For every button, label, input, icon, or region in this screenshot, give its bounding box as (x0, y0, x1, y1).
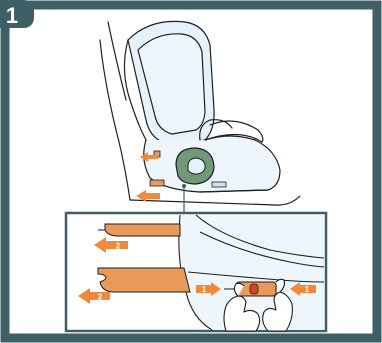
pull-arrow-upper-number: 2 (116, 242, 121, 251)
vehicle-seat-back-line (100, 40, 130, 200)
release-button-icon (250, 284, 258, 294)
lower-connector-marker (150, 180, 164, 186)
push-arrow-right-number: 1 (305, 285, 310, 294)
isofix-arm-lower (98, 268, 190, 292)
pull-arrow-lower-number: 2 (98, 293, 103, 302)
step-number: 1 (6, 3, 18, 28)
release-slot (212, 182, 226, 187)
push-arrow-left-number: 1 (202, 285, 207, 294)
seat-latch-handle (176, 148, 214, 184)
isofix-arm-upper (105, 224, 180, 236)
step-badge: 1 (0, 0, 34, 28)
detail-inset: 2 2 1 1 (66, 213, 326, 331)
